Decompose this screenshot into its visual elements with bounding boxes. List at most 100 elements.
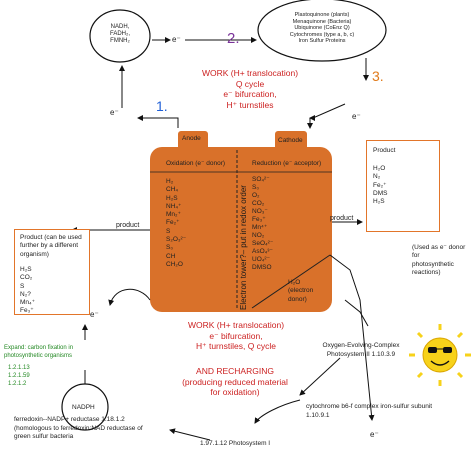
ec-code-list: 1.2.1.13 1.2.1.59 1.2.1.2 <box>8 364 30 388</box>
fadh2-item: FADH₂, <box>110 31 130 37</box>
quinone-item: Iron Sulfur Proteins <box>298 38 346 45</box>
work-line: WORK (H+ translocation) <box>187 320 285 330</box>
electron-label: e⁻ <box>172 35 181 44</box>
work-line: WORK (H+ translocation) <box>201 68 299 78</box>
left-product-arrow-label: product <box>116 222 140 229</box>
recharging-text: AND RECHARGING (producing reduced materi… <box>170 366 300 398</box>
left-product-title: Product (can be used further by a differ… <box>20 234 82 259</box>
work-line: e⁻ bifurcation, <box>223 89 277 99</box>
donor-item: Mn₂⁺ <box>166 211 181 219</box>
ferredoxin-line: green sulfur bacteria <box>14 433 74 440</box>
fmnh2-item: FMNH₂ <box>110 38 130 44</box>
acceptor-item: Mn⁴⁺ <box>252 224 268 231</box>
ferredoxin-text: ferredoxin--NADP+ reductase 1.18.1.2 (ho… <box>14 416 143 442</box>
acceptor-item: SO₄²⁻ <box>252 176 270 183</box>
nadh-list: NADH, FADH₂, FMNH₂ <box>100 24 140 45</box>
water-donor-label: H₂O (electron donor) <box>288 279 313 304</box>
work-line: Q cycle <box>235 78 265 89</box>
reduction-header: Reduction (e⁻ acceptor) <box>252 160 322 167</box>
left-product-list: H₂S CO₂ S N₂? Mn₄⁺ Fe₃⁺ <box>20 266 35 316</box>
product-item: H₂S <box>373 198 385 206</box>
cathode-terminal <box>275 131 307 151</box>
water-line: (electron <box>288 287 314 295</box>
photosystem-i-label: 1.97.1.12 Photosystem I <box>200 440 271 447</box>
work-top-text: WORK (H+ translocation) Q cycle e⁻ bifur… <box>190 68 310 110</box>
quinone-item: Ubiquinone (CoEnz Q) <box>294 25 350 32</box>
nadh-oval <box>89 9 151 63</box>
acceptor-item: UO₄²⁻ <box>252 256 270 263</box>
title-line: organism) <box>20 250 49 258</box>
oxygen-line: Photosystem II 1.10.3.9 <box>326 350 396 358</box>
electron-label: e⁻ <box>352 112 361 121</box>
battery-body <box>150 147 332 312</box>
donor-item: CH₄ <box>166 186 179 194</box>
recharge-line: for oxidation) <box>210 387 260 397</box>
title-line: Product (can be used <box>20 234 82 241</box>
step-1-label: 1. <box>156 98 168 114</box>
note-line: photosynthetic <box>412 260 454 268</box>
work-line: H⁺ turnstiles <box>226 99 274 110</box>
quinone-oval <box>257 0 387 62</box>
anode-terminal <box>178 131 208 151</box>
work-line: H⁺ turnstiles, Q cycle <box>195 341 277 351</box>
acceptor-item: NO₃⁻ <box>252 208 268 215</box>
product-item: CO₂ <box>20 274 33 282</box>
nadh-item: NADH, <box>110 24 130 30</box>
acceptor-item: Fe₃⁺ <box>252 216 266 223</box>
product-item: H₂O <box>373 165 386 172</box>
right-product-arrow-label: product <box>330 215 354 222</box>
oxygen-line: Oxygen-Evolving-Complex <box>322 342 400 349</box>
electron-tower-label: Electron tower?– put in redox order <box>239 185 248 310</box>
work-line: e⁻ bifurcation, <box>209 330 263 341</box>
ec-code: 1.2.1.59 <box>8 373 30 379</box>
right-product-title: Product <box>373 147 396 154</box>
right-product-list: H₂O N₂ Fe₂⁺ DMS H₂S <box>373 165 387 206</box>
donor-item: S₀ <box>166 244 174 252</box>
product-item: N₂? <box>20 290 31 298</box>
donor-item: Fe₂⁺ <box>166 219 180 227</box>
ec-code: 1.2.1.13 <box>8 365 30 371</box>
oxygen-complex-text: Oxygen-Evolving-Complex Photosystem II 1… <box>316 342 406 359</box>
cyto-line: 1.10.9.1 <box>306 411 330 419</box>
product-item: DMS <box>373 189 388 197</box>
recharge-line: (producing reduced material <box>182 376 288 387</box>
product-item: Mn₄⁺ <box>20 299 36 307</box>
sun-icon <box>409 324 471 386</box>
expand-note: Expand: carbon fixation in photosyntheti… <box>4 345 73 360</box>
electron-label: e⁻ <box>90 310 99 319</box>
electron-label: e⁻ <box>110 108 119 117</box>
acceptor-item: O₂ <box>252 192 260 199</box>
product-item: H₂S <box>20 266 32 273</box>
acceptor-item: CO₂ <box>252 200 265 207</box>
donor-item: S₂O₃²⁻ <box>166 236 187 244</box>
donor-item: CH₂O <box>166 260 183 268</box>
expand-line: photosynthetic organisms <box>4 352 73 359</box>
quinone-item: Cytochromes (type a, b, c) <box>289 31 355 38</box>
donor-item: H₂S <box>166 194 178 202</box>
acceptor-item: SeO₄²⁻ <box>252 240 274 247</box>
quinone-item: Menaquinone (Bacteria) <box>292 18 352 25</box>
donor-item: CH <box>166 252 176 260</box>
nadph-label: NADPH <box>72 404 95 411</box>
acceptor-item: DMSO <box>252 264 272 271</box>
acceptor-item: NO₂ <box>252 232 265 239</box>
title-line: further by a different <box>20 242 79 250</box>
ec-code: 1.2.1.2 <box>8 381 27 387</box>
acceptor-item: AsO₄³⁻ <box>252 248 273 255</box>
donor-item: H₂ <box>166 178 174 185</box>
water-line: H₂O <box>288 279 301 286</box>
expand-line: Expand: carbon fixation in <box>4 345 74 351</box>
electron-donor-list: H₂ CH₄ H₂S NH₄⁺ Mn₂⁺ Fe₂⁺ S S₂O₃²⁻ S₀ CH… <box>166 178 186 269</box>
electron-acceptor-list: SO₄²⁻ S₀ O₂ CO₂ NO₃⁻ Fe₃⁺ Mn⁴⁺ NO₂ SeO₄²… <box>252 176 273 272</box>
right-product-box: Product H₂O N₂ Fe₂⁺ DMS H₂S <box>366 140 440 232</box>
work-bottom-text: WORK (H+ translocation) e⁻ bifurcation, … <box>176 320 296 352</box>
note-line: (Used as e⁻ donor <box>412 244 466 251</box>
ferredoxin-line: ferredoxin--NADP+ reductase 1.18.1.2 <box>14 416 125 423</box>
electron-label: e⁻ <box>370 430 379 439</box>
oxidation-header: Oxidation (e⁻ donor) <box>166 160 226 167</box>
step-2-label: 2. <box>227 30 240 47</box>
acceptor-item: S₀ <box>252 184 260 191</box>
product-item: S <box>20 282 25 290</box>
left-product-box: Product (can be used further by a differ… <box>14 229 90 315</box>
